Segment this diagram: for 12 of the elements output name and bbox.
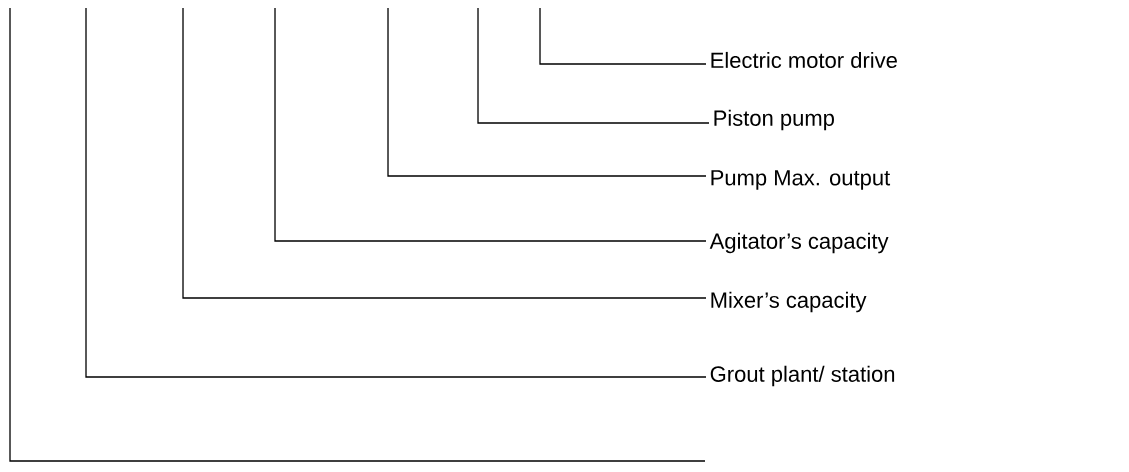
leader-line <box>477 7 710 124</box>
leader-line <box>539 7 707 65</box>
part-label: Electric motor drive <box>711 51 897 69</box>
part-label: Grout plant/ station <box>710 365 895 387</box>
part-label: Agitator’s capacity <box>709 232 889 254</box>
part-label: Piston pump <box>714 109 834 131</box>
part-label: Pump Max. output <box>711 170 891 190</box>
leader-line <box>274 7 707 242</box>
leader-line <box>85 7 707 378</box>
part-label: Mixer’s capacity <box>711 291 867 313</box>
leader-line <box>182 7 707 299</box>
leader-line <box>387 7 707 177</box>
